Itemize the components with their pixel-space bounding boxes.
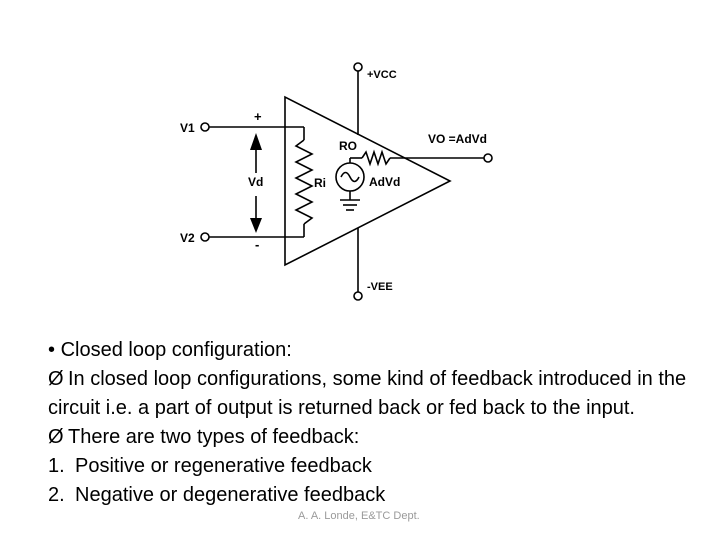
- ro-label: RO: [339, 139, 357, 153]
- list-item: 1. Positive or regenerative feedback: [48, 452, 708, 481]
- vd-arrow-up-head: [250, 133, 262, 150]
- v1-terminal: [200, 122, 210, 132]
- ac-source-wave: [340, 171, 360, 183]
- minus-label: -: [255, 237, 259, 252]
- vee-label: -VEE: [367, 281, 393, 293]
- v2-label: V2: [180, 231, 195, 245]
- ri-resistor: [294, 139, 314, 225]
- plus-label: +: [254, 109, 262, 124]
- list-text: Negative or degenerative feedback: [75, 484, 386, 506]
- arrow-bullet-icon: Ø: [48, 368, 64, 390]
- bullet-icon: •: [48, 339, 56, 361]
- vd-label: Vd: [248, 175, 263, 189]
- vo-terminal: [483, 153, 493, 163]
- heading-line: • Closed loop configuration:: [48, 336, 708, 365]
- list-number: 1.: [48, 455, 65, 477]
- list-number: 2.: [48, 484, 65, 506]
- ri-label: Ri: [314, 176, 326, 190]
- output-label: VO =AdVd: [428, 132, 487, 146]
- vcc-terminal: [353, 62, 363, 72]
- ro-resistor: [361, 149, 391, 167]
- list-text: Positive or regenerative feedback: [75, 455, 372, 477]
- vcc-label: +VCC: [367, 69, 397, 81]
- v2-terminal: [200, 232, 210, 242]
- op-amp-equivalent-circuit-diagram: +VCC -VEE V1 V2 + - Vd Ri RO AdVd VO =Ad…: [180, 62, 493, 301]
- arrow-bullet-icon: Ø: [48, 426, 64, 448]
- vd-arrow-down-head: [250, 218, 262, 233]
- point-1-text: In closed loop configurations, some kind…: [48, 368, 687, 419]
- source-label: AdVd: [369, 175, 400, 189]
- point-2-text: There are two types of feedback:: [68, 426, 360, 448]
- v1-label: V1: [180, 121, 195, 135]
- list-item: 2. Negative or degenerative feedback: [48, 481, 708, 510]
- footer-credit: A. A. Londe, E&TC Dept.: [298, 510, 420, 522]
- vee-terminal: [353, 291, 363, 301]
- op-amp-triangle: [284, 95, 452, 267]
- heading-text: Closed loop configuration:: [60, 339, 292, 361]
